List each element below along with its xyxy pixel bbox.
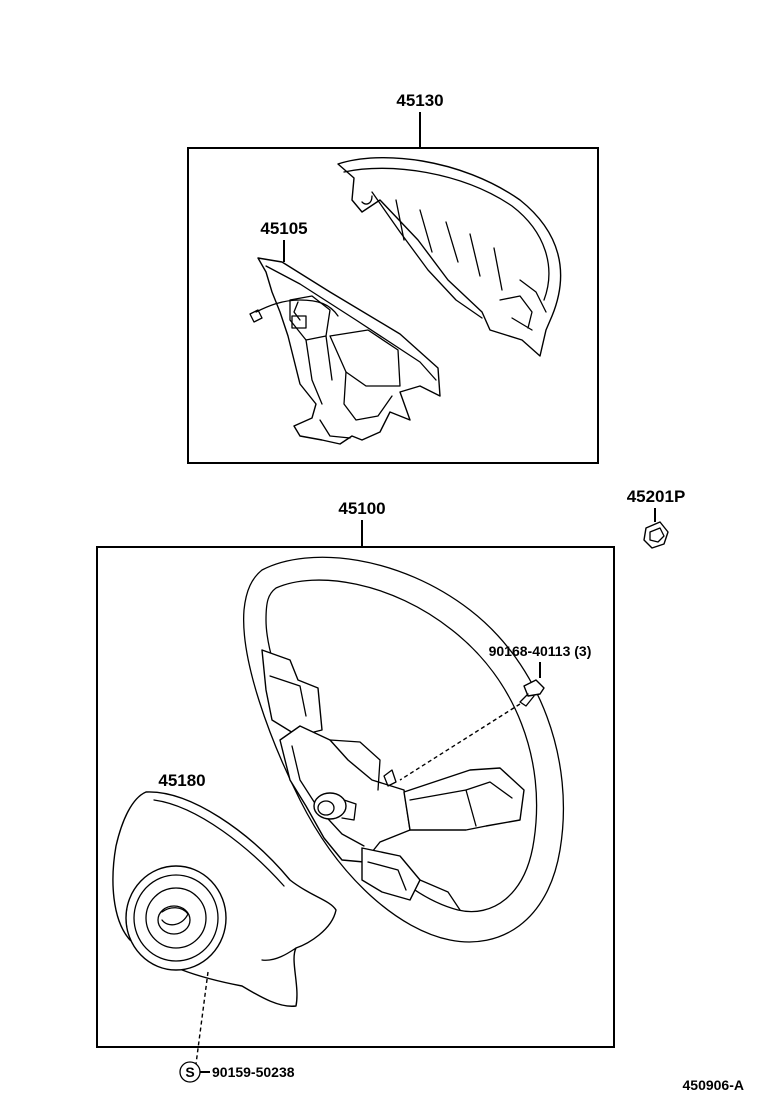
pad-assembly-frame: [187, 147, 599, 464]
horn-pad-drawing: [112, 791, 337, 1007]
pad-shell-drawing: [337, 157, 562, 357]
drawing-number: 450906-A: [683, 1077, 745, 1093]
steering-wheel-group: 45100: [96, 499, 615, 1065]
callout-45130[interactable]: 45130: [396, 91, 443, 110]
screw-dashed-leader: [399, 703, 521, 781]
steering-wheel-frame: [96, 546, 615, 1048]
callout-45201P[interactable]: 45201P: [627, 487, 686, 506]
callout-45180[interactable]: 45180: [158, 771, 205, 790]
callout-90168-40113[interactable]: 90168-40113 (3): [489, 643, 592, 659]
callout-90159-50238[interactable]: 90159-50238: [212, 1064, 295, 1080]
pad-cover-drawing: [249, 257, 441, 445]
nut-icon[interactable]: [643, 521, 669, 549]
pad-assembly-group: 45130 45105: [187, 91, 599, 464]
standard-part-symbol-letter: S: [185, 1064, 194, 1080]
callout-45100[interactable]: 45100: [338, 499, 385, 518]
bolt-dashed-leader: [195, 971, 209, 1065]
nut-group: 45201P: [627, 487, 686, 549]
bolt-callout-group: S 90159-50238: [179, 1061, 295, 1083]
screw-icon[interactable]: [519, 679, 545, 707]
callout-45105[interactable]: 45105: [260, 219, 307, 238]
steering-wheel-drawing: [242, 556, 565, 943]
